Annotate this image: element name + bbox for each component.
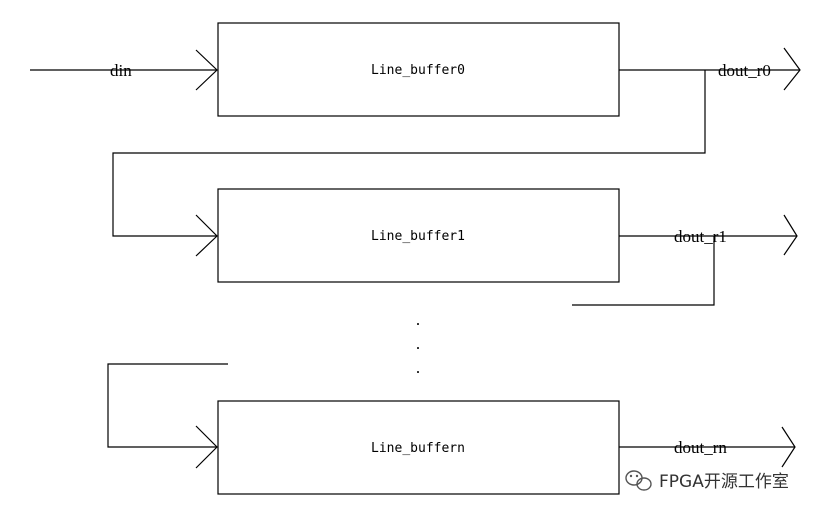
ellipsis-dot-3: . xyxy=(416,358,420,377)
line-buffer-1-box xyxy=(217,188,620,283)
line-buffer-0-box xyxy=(217,22,620,117)
din-arrow-head xyxy=(195,49,218,91)
dout-r1-arrow-head xyxy=(783,214,798,256)
din-label: din xyxy=(110,61,132,80)
watermark-text: FPGA开源工作室 xyxy=(659,472,789,492)
watermark: FPGA开源工作室 xyxy=(625,470,789,492)
cascade-wire-1-to-next xyxy=(572,236,715,306)
line-buffer-n-input-arrow-head xyxy=(195,425,218,469)
wechat-icon xyxy=(625,470,652,491)
line-buffer-1-label: Line_buffer1 xyxy=(371,229,465,244)
ellipsis-dot-2: . xyxy=(416,334,420,353)
line-buffer-1-input-arrow-head xyxy=(195,214,218,257)
dout-rn-arrow-head xyxy=(781,426,796,468)
dout-r1-label: dout_r1 xyxy=(674,227,727,246)
dout-r0-arrow-head xyxy=(783,47,801,91)
line-buffer-0-label: Line_buffer0 xyxy=(371,63,465,78)
dout-r0-label: dout_r0 xyxy=(718,61,771,80)
line-buffer-n-box xyxy=(217,400,620,495)
line-buffer-n-label: Line_buffern xyxy=(371,441,465,456)
cascade-wire-0-to-1 xyxy=(112,70,706,237)
cascade-wire-to-n xyxy=(107,363,228,448)
ellipsis-dot-1: . xyxy=(416,310,420,329)
dout-rn-label: dout_rn xyxy=(674,438,727,457)
